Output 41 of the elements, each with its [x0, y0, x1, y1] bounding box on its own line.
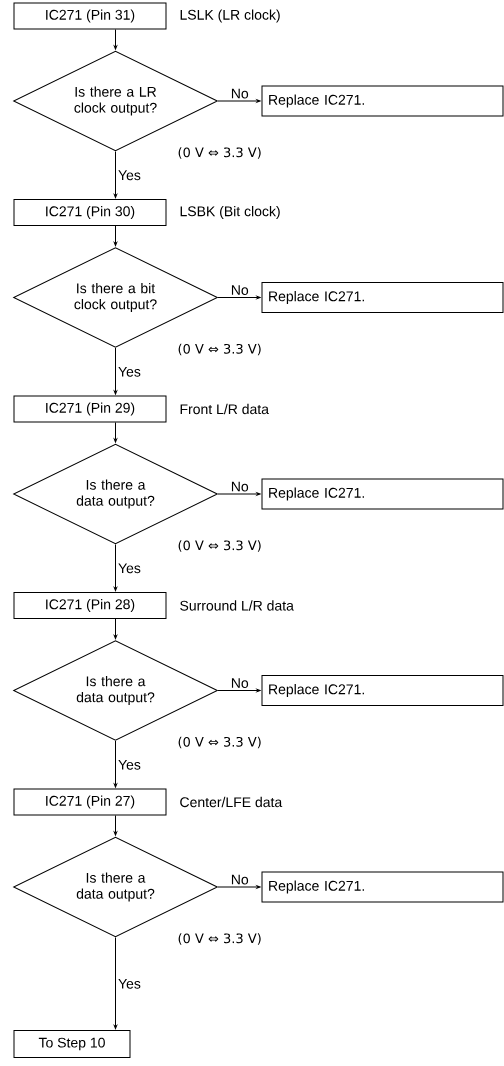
edge-label: No: [229, 873, 250, 886]
arrow: [113, 29, 118, 50]
arrow: [217, 99, 261, 103]
signal-label: Front L/R data: [180, 403, 269, 415]
arrow: [217, 885, 261, 889]
arrow: [113, 740, 118, 788]
arrow: [113, 151, 118, 199]
action-box: Replace IC271.: [261, 675, 504, 706]
signal-label: Surround L/R data: [180, 600, 294, 611]
process-box: IC271 (Pin 29): [13, 395, 167, 423]
edge-label: Yes: [117, 562, 142, 575]
action-box: Replace IC271.: [261, 85, 504, 117]
arrow: [113, 618, 118, 640]
action-box: Replace IC271.: [261, 478, 504, 510]
arrow: [217, 492, 261, 496]
edge-label: Yes: [117, 365, 142, 378]
edge-label: No: [229, 87, 250, 100]
process-box: IC271 (Pin 28): [13, 592, 167, 619]
edge-label: Yes: [117, 977, 142, 990]
arrow: [113, 544, 118, 592]
arrow: [113, 937, 118, 1030]
arrow: [217, 688, 261, 693]
process-box: IC271 (Pin 30): [13, 199, 167, 226]
arrow: [113, 815, 118, 836]
edge-label: Yes: [117, 169, 142, 182]
terminal-box: To Step 10: [13, 1030, 131, 1058]
action-box: Replace IC271.: [261, 282, 504, 313]
arrow: [113, 225, 118, 247]
arrow: [217, 295, 261, 300]
arrow: [113, 347, 118, 395]
process-box: IC271 (Pin 27): [13, 788, 167, 816]
arrow: [113, 422, 118, 443]
signal-label: Center/LFE data: [180, 796, 283, 808]
edge-label: No: [229, 677, 250, 689]
signal-label: LSLK (LR clock): [180, 9, 280, 23]
action-box: Replace IC271.: [261, 871, 504, 903]
edge-label: Yes: [117, 758, 142, 771]
edge-label: No: [229, 284, 250, 296]
process-box: IC271 (Pin 31): [13, 2, 167, 30]
signal-label: LSBK (Bit clock): [180, 206, 280, 220]
edge-label: No: [229, 480, 250, 493]
